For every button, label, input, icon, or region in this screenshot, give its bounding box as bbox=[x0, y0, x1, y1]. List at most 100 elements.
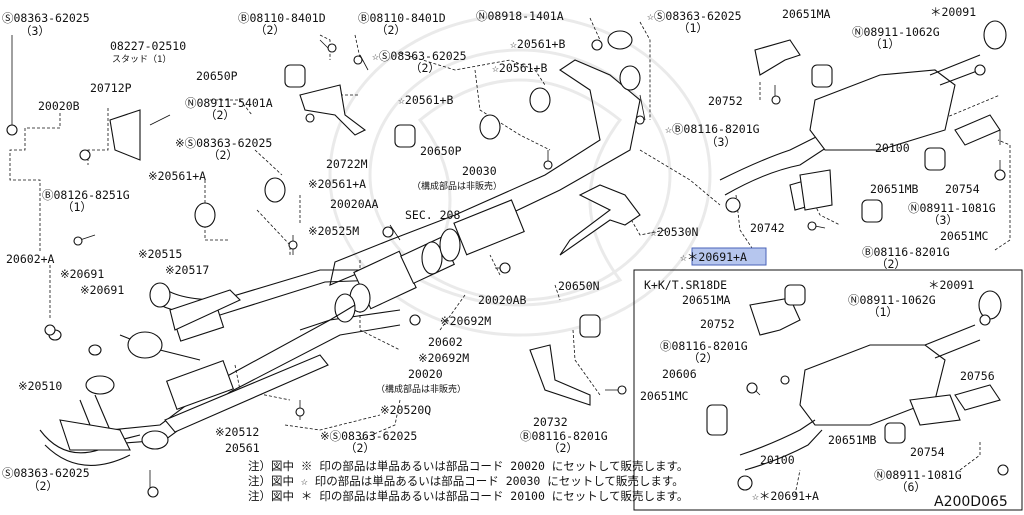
part-label[interactable]: ※20520Q bbox=[380, 403, 431, 417]
part-label[interactable]: Ⓢ08363-62025 bbox=[2, 11, 90, 25]
part-qty: （2） bbox=[876, 257, 906, 271]
part-label[interactable]: 20100 bbox=[760, 453, 795, 467]
part-label[interactable]: 20651MC bbox=[640, 389, 689, 403]
part-label[interactable]: ☆＊20691+A bbox=[752, 489, 819, 503]
part-label[interactable]: ☆Ⓑ08116-8201G bbox=[665, 122, 760, 136]
part-label[interactable]: Ⓝ08918-1401A bbox=[476, 9, 564, 23]
part-label[interactable]: 20650P bbox=[196, 69, 238, 83]
part-qty: （2） bbox=[208, 148, 238, 162]
part-label[interactable]: 20020AB bbox=[478, 293, 527, 307]
part-label[interactable]: ※20525M bbox=[308, 224, 359, 238]
note-20030: （構成部品は非販売） bbox=[412, 180, 502, 192]
part-label[interactable]: Ⓢ08363-62025 bbox=[2, 466, 90, 480]
part-label[interactable]: Ⓑ08110-8401D bbox=[358, 11, 446, 25]
part-label[interactable]: Ⓝ08911-1062G bbox=[852, 25, 940, 39]
part-label[interactable]: 20756 bbox=[960, 369, 995, 383]
part-label[interactable]: 20754 bbox=[910, 445, 945, 459]
part-qty: （3） bbox=[706, 135, 736, 149]
part-label[interactable]: Ⓑ08116-8201G bbox=[862, 245, 950, 259]
part-label[interactable]: 20742 bbox=[750, 221, 785, 235]
inset-frame bbox=[633, 269, 1023, 511]
part-label[interactable]: 08227-02510 bbox=[110, 39, 186, 53]
part-label[interactable]: ☆20530N bbox=[650, 225, 699, 239]
part-label[interactable]: ☆20561+B bbox=[492, 61, 547, 75]
part-label[interactable]: 20651MC bbox=[940, 229, 989, 243]
part-label[interactable]: 20732 bbox=[533, 415, 568, 429]
part-label[interactable]: Ⓝ08911-5401A bbox=[185, 96, 273, 110]
part-label[interactable]: ☆Ⓢ08363-62025 bbox=[647, 9, 742, 23]
part-label[interactable]: 20030 bbox=[462, 164, 497, 178]
part-qty: （3） bbox=[20, 24, 50, 38]
part-label[interactable]: ※Ⓢ08363-62025 bbox=[175, 136, 272, 150]
diagram-code: A200D065 bbox=[934, 494, 1008, 510]
part-label[interactable]: ※20691 bbox=[80, 283, 124, 297]
part-label[interactable]: ＊20091 bbox=[928, 278, 974, 292]
part-label[interactable]: ☆Ⓢ08363-62025 bbox=[372, 49, 467, 63]
part-label[interactable]: ※20561+A bbox=[148, 169, 206, 183]
inset-title: K+K/T.SR18DE bbox=[644, 278, 727, 292]
part-label[interactable]: 20020AA bbox=[330, 197, 379, 211]
part-qty: （2） bbox=[345, 441, 375, 455]
part-label[interactable]: Ⓑ08110-8401D bbox=[238, 11, 326, 25]
part-label[interactable]: ※20517 bbox=[165, 263, 209, 277]
footnote: 注）図中 ＊ 印の部品は単品あるいは部品コード 20100 にセットして販売しま… bbox=[248, 489, 688, 503]
part-label[interactable]: 20651MA bbox=[782, 7, 831, 21]
part-label[interactable]: ※20691 bbox=[60, 267, 104, 281]
part-label[interactable]: ＊20091 bbox=[930, 5, 976, 19]
inset-muffler bbox=[706, 284, 1002, 471]
part-label[interactable]: 20650N bbox=[558, 279, 600, 293]
part-label[interactable]: ※20561+A bbox=[308, 177, 366, 191]
part-label[interactable]: 20602 bbox=[428, 335, 463, 349]
part-label[interactable]: ※20692M bbox=[440, 314, 491, 328]
part-qty: （2） bbox=[376, 23, 406, 37]
part-label[interactable]: ※20510 bbox=[18, 379, 62, 393]
note-20020: （構成部品は非販売） bbox=[376, 383, 466, 395]
part-qty: （1） bbox=[678, 21, 708, 35]
part-label-highlighted[interactable]: ☆＊20691+A bbox=[680, 250, 747, 264]
part-label[interactable]: Ⓑ08116-8201G bbox=[660, 339, 748, 353]
part-label[interactable]: 20602+A bbox=[6, 252, 55, 266]
part-label[interactable]: ☆20561+B bbox=[398, 93, 453, 107]
sec-ref: SEC. 208 bbox=[405, 208, 460, 222]
part-qty: （2） bbox=[205, 108, 235, 122]
part-label[interactable]: 20606 bbox=[662, 367, 697, 381]
part-label[interactable]: 20754 bbox=[945, 182, 980, 196]
part-label[interactable]: Ⓝ08911-1081G bbox=[908, 201, 996, 215]
part-label[interactable]: ※20515 bbox=[138, 247, 182, 261]
part-qty: （3） bbox=[928, 213, 958, 227]
part-label[interactable]: 20651MA bbox=[682, 293, 731, 307]
center-pipe-and-cat bbox=[299, 59, 641, 331]
part-label[interactable]: 20100 bbox=[875, 141, 910, 155]
part-qty: スタッド（1） bbox=[112, 54, 171, 65]
part-label[interactable]: 20651MB bbox=[870, 182, 919, 196]
part-label[interactable]: 20020 bbox=[408, 367, 443, 381]
part-label[interactable]: 20712P bbox=[90, 81, 132, 95]
footnote: 注）図中 ※ 印の部品は単品あるいは部品コード 20020 にセットして販売しま… bbox=[248, 459, 688, 473]
part-label[interactable]: 20561 bbox=[225, 441, 260, 455]
part-label[interactable]: 20752 bbox=[708, 94, 743, 108]
highlight-20691A[interactable] bbox=[691, 247, 767, 266]
part-label[interactable]: 20020B bbox=[38, 99, 80, 113]
part-qty: （6） bbox=[896, 480, 926, 494]
part-label[interactable]: Ⓝ08911-1062G bbox=[848, 293, 936, 307]
part-qty: （2） bbox=[410, 61, 440, 75]
part-label[interactable]: 20722M bbox=[326, 157, 368, 171]
part-label[interactable]: 20651MB bbox=[828, 433, 877, 447]
part-label[interactable]: ※20512 bbox=[215, 425, 259, 439]
part-label[interactable]: Ⓑ08126-8251G bbox=[42, 188, 130, 202]
leader-lines bbox=[9, 17, 1011, 496]
part-label[interactable]: Ⓑ08116-8201G bbox=[520, 429, 608, 443]
part-qty: （2） bbox=[688, 351, 718, 365]
part-qty: （1） bbox=[868, 305, 898, 319]
rubber-hangers bbox=[48, 30, 946, 491]
part-label[interactable]: Ⓝ08911-1081G bbox=[874, 468, 962, 482]
part-qty: （2） bbox=[28, 479, 58, 493]
part-label[interactable]: ※20692M bbox=[418, 351, 469, 365]
part-label[interactable]: ※Ⓢ08363-62025 bbox=[320, 429, 417, 443]
part-label[interactable]: ☆20561+B bbox=[510, 37, 565, 51]
part-label[interactable]: 20650P bbox=[420, 144, 462, 158]
part-labels: Ⓢ08363-62025 （3） 08227-02510 スタッド（1） 207… bbox=[2, 5, 996, 503]
part-label[interactable]: 20752 bbox=[700, 317, 735, 331]
part-qty: （2） bbox=[548, 441, 578, 455]
